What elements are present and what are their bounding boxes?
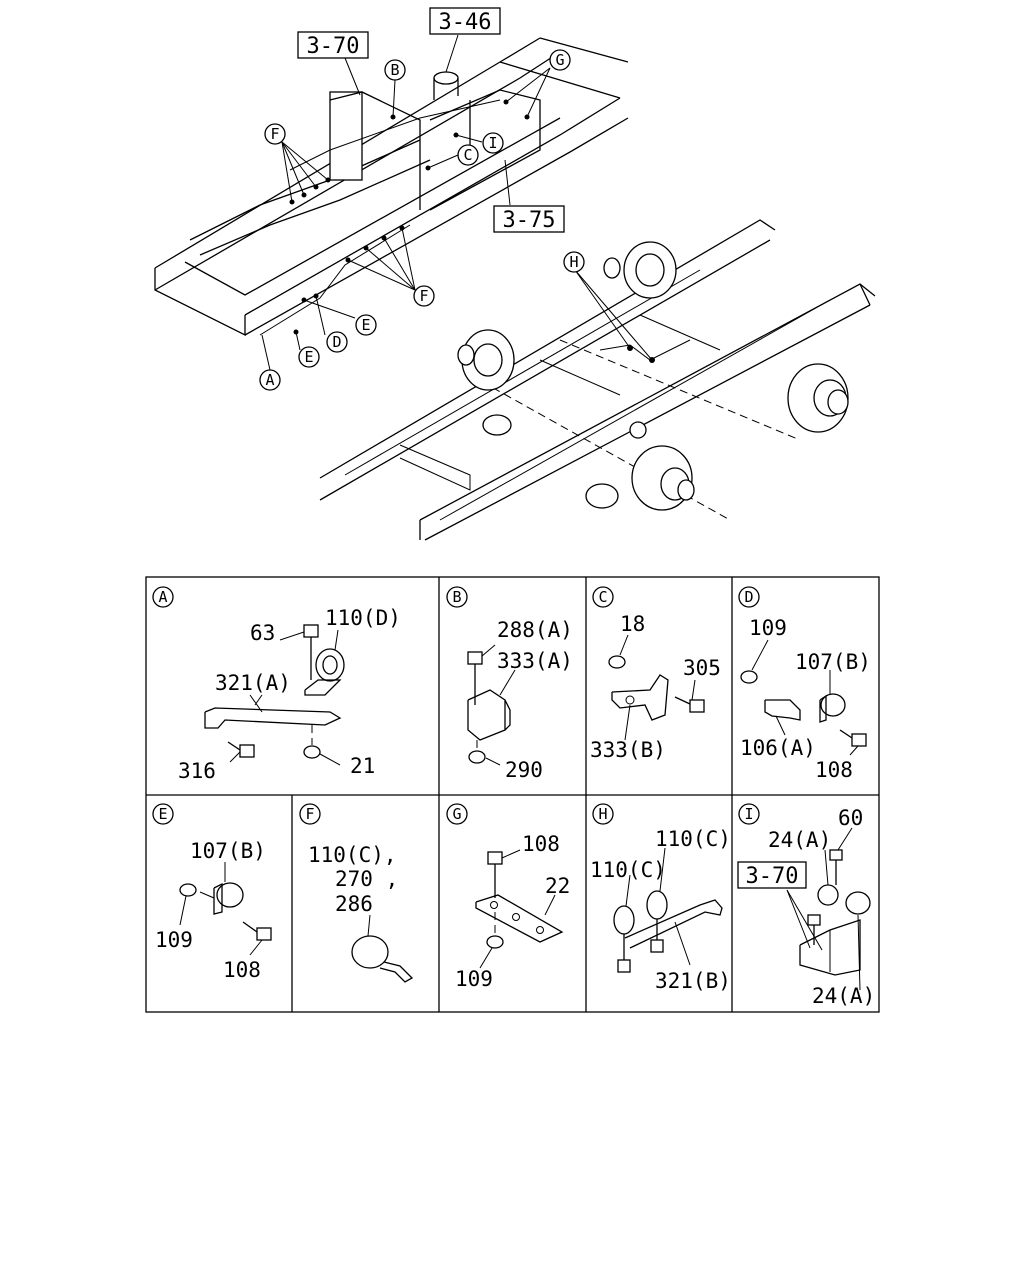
rear-frame-illustration — [319, 219, 876, 541]
front-frame-illustration — [154, 34, 629, 371]
callout-g-letter: G — [555, 51, 564, 69]
detail-i-label-24a-top: 24(A) — [768, 828, 831, 852]
detail-e-letter: E — [158, 805, 167, 823]
callout-f-lower-letter: F — [419, 287, 428, 305]
detail-e[interactable]: E 107(B) 109 108 — [152, 803, 272, 982]
detail-g-label-109: 109 — [455, 967, 493, 991]
detail-d[interactable]: D 109 107(B) 106(A) 108 — [738, 586, 871, 782]
detail-h[interactable]: H 110(C) 110(C) 321(B) — [590, 803, 731, 993]
detail-i-letter: I — [744, 805, 753, 823]
detail-i-label-24a-bottom: 24(A) — [812, 984, 875, 1008]
detail-g-label-108: 108 — [522, 832, 560, 856]
detail-e-label-109: 109 — [155, 928, 193, 952]
detail-a-label-21: 21 — [350, 754, 375, 778]
callout-f-lower[interactable]: F — [413, 285, 435, 307]
callout-i[interactable]: I — [482, 132, 504, 154]
detail-a-label-63: 63 — [250, 621, 275, 645]
detail-g-label-22: 22 — [545, 874, 570, 898]
detail-f-letter: F — [305, 805, 314, 823]
detail-b-label-288a: 288(A) — [497, 618, 573, 642]
detail-b-label-290: 290 — [505, 758, 543, 782]
callout-e-lower-letter: E — [304, 348, 313, 366]
callout-g[interactable]: G — [549, 49, 571, 71]
callout-a-letter: A — [265, 371, 274, 389]
detail-grid — [145, 576, 880, 1013]
detail-i-ref-3-70: 3-70 — [746, 864, 799, 889]
callout-i-letter: I — [488, 134, 497, 152]
overview-callouts: B G F I C F E D E A H — [259, 49, 585, 391]
detail-a[interactable]: A 63 110(D) 321(A) 316 21 — [152, 586, 401, 783]
callout-e-upper-letter: E — [361, 316, 370, 334]
detail-d-label-108: 108 — [815, 758, 853, 782]
detail-c-label-333b: 333(B) — [590, 738, 666, 762]
callout-e-lower[interactable]: E — [298, 346, 320, 368]
detail-c-label-305: 305 — [683, 656, 721, 680]
detail-d-label-107b: 107(B) — [795, 650, 871, 674]
callout-c[interactable]: C — [457, 144, 479, 166]
detail-b[interactable]: B 288(A) 333(A) 290 — [446, 586, 573, 782]
ref-box-3-46[interactable]: 3-46 — [429, 7, 501, 35]
ref-box-3-70[interactable]: 3-70 — [297, 31, 369, 59]
callout-e-upper[interactable]: E — [355, 314, 377, 336]
detail-d-label-109: 109 — [749, 616, 787, 640]
callout-h[interactable]: H — [563, 251, 585, 273]
detail-a-letter: A — [158, 588, 167, 606]
detail-a-label-321a: 321(A) — [215, 671, 291, 695]
callout-f-upper[interactable]: F — [264, 123, 286, 145]
detail-h-label-321b: 321(B) — [655, 969, 731, 993]
detail-e-label-107b: 107(B) — [190, 839, 266, 863]
detail-c-letter: C — [598, 588, 607, 606]
detail-f[interactable]: F 110(C), 270 , 286 — [299, 803, 414, 983]
detail-e-label-108: 108 — [223, 958, 261, 982]
detail-f-label-286: 286 — [335, 892, 373, 916]
detail-a-label-316: 316 — [178, 759, 216, 783]
detail-i-label-60: 60 — [838, 806, 863, 830]
callout-c-letter: C — [463, 146, 472, 164]
callout-h-letter: H — [569, 253, 578, 271]
detail-h-letter: H — [598, 805, 607, 823]
ref-3-75-label: 3-75 — [503, 208, 556, 233]
ref-3-46-label: 3-46 — [439, 10, 492, 35]
detail-d-label-106a: 106(A) — [740, 736, 816, 760]
detail-c[interactable]: C 18 305 333(B) — [590, 586, 721, 762]
detail-b-letter: B — [452, 588, 461, 606]
callout-d[interactable]: D — [326, 331, 348, 353]
ref-3-70-label: 3-70 — [307, 34, 360, 59]
detail-g-letter: G — [452, 805, 461, 823]
callout-a[interactable]: A — [259, 369, 281, 391]
detail-f-label-110c: 110(C), — [308, 843, 397, 867]
detail-h-label-110c-left: 110(C) — [590, 858, 666, 882]
detail-h-label-110c-right: 110(C) — [655, 827, 731, 851]
callout-b[interactable]: B — [384, 59, 406, 81]
ref-box-3-75[interactable]: 3-75 — [493, 205, 565, 233]
detail-c-label-18: 18 — [620, 612, 645, 636]
detail-g[interactable]: G 108 22 109 — [446, 803, 570, 991]
detail-f-label-270: 270 , — [335, 867, 398, 891]
detail-i[interactable]: I 3-70 24(A) 60 24(A) — [737, 803, 875, 1008]
callout-f-upper-letter: F — [270, 125, 279, 143]
callout-b-letter: B — [390, 61, 399, 79]
detail-b-label-333a: 333(A) — [497, 649, 573, 673]
callout-d-letter: D — [332, 333, 341, 351]
detail-a-label-110d: 110(D) — [325, 606, 401, 630]
detail-d-letter: D — [744, 588, 753, 606]
